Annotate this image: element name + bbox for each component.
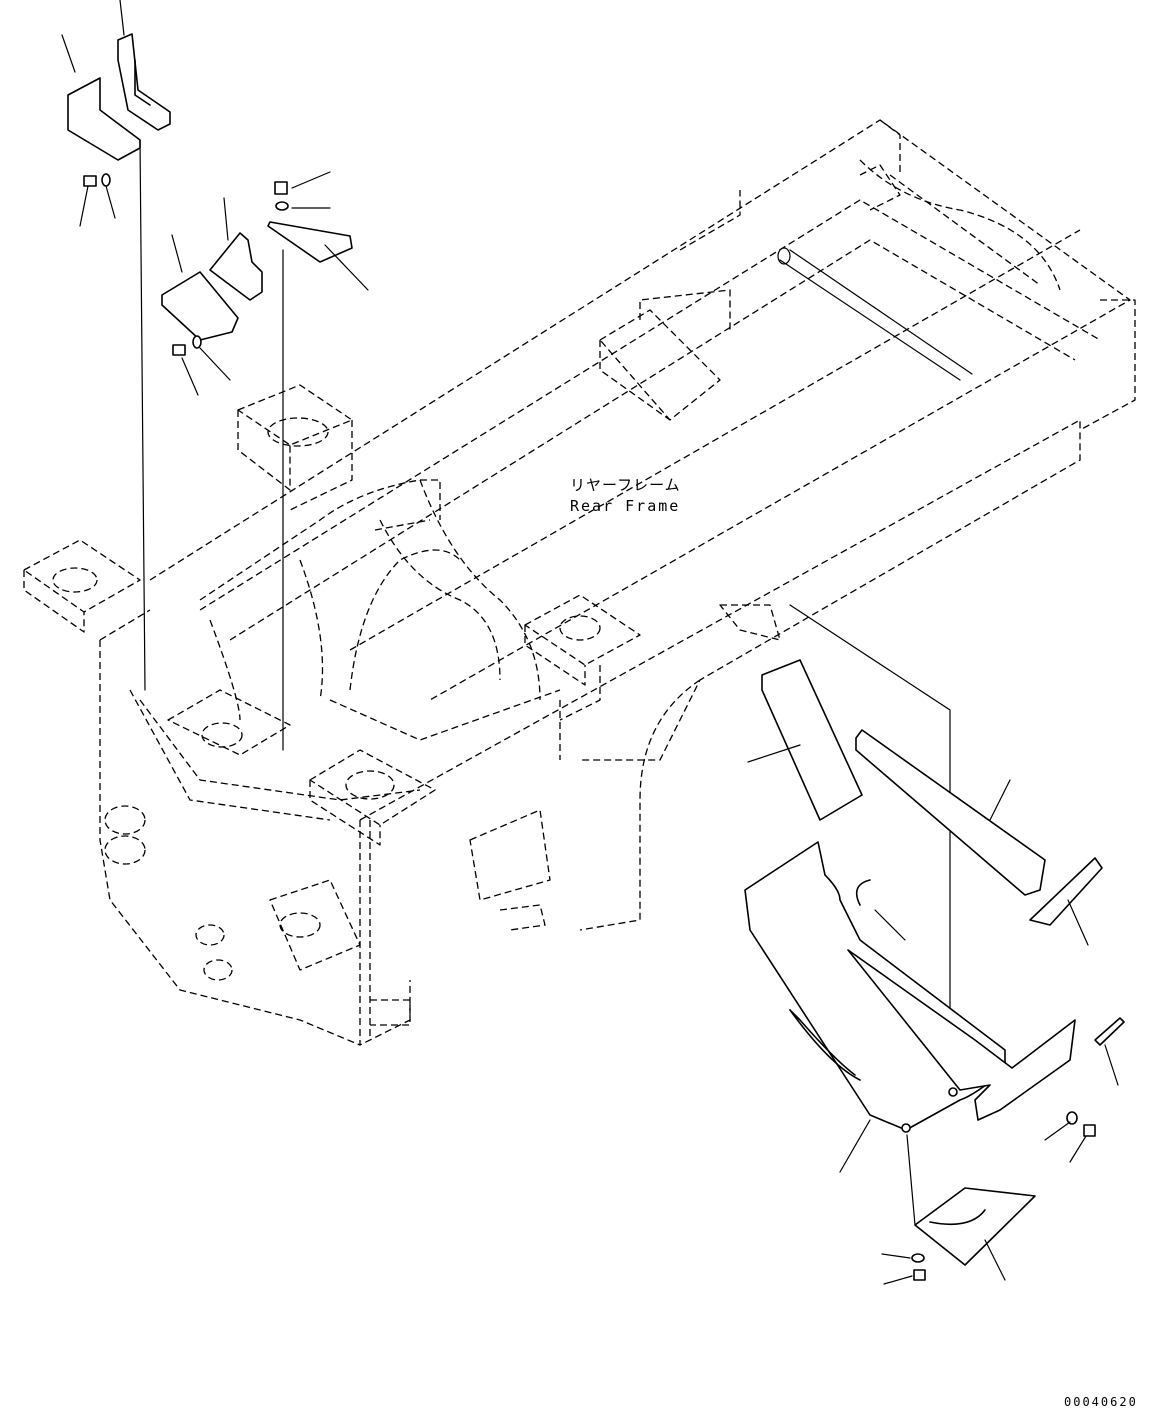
- bolt-group-2: [172, 171, 331, 396]
- rear-frame: [23, 119, 1136, 1046]
- bolt-group-3: [1044, 1017, 1125, 1163]
- assembly-lines: [139, 139, 951, 1226]
- lower-cover: [881, 1187, 1036, 1285]
- rear-frame-label-en: Rear Frame: [570, 497, 681, 515]
- figure-number: 00040620: [1064, 1395, 1138, 1409]
- bolt-group-1: [79, 173, 116, 227]
- bracket-plates-upper: [61, 0, 171, 161]
- rubber-pad-left: [747, 659, 863, 821]
- rear-frame-label-jp: リヤーフレーム: [570, 476, 681, 494]
- bracket-plates-middle: [161, 197, 369, 341]
- rubber-pad-right: [855, 729, 1046, 896]
- guard-plate: [744, 841, 1076, 1173]
- wedge-block: [1029, 857, 1103, 946]
